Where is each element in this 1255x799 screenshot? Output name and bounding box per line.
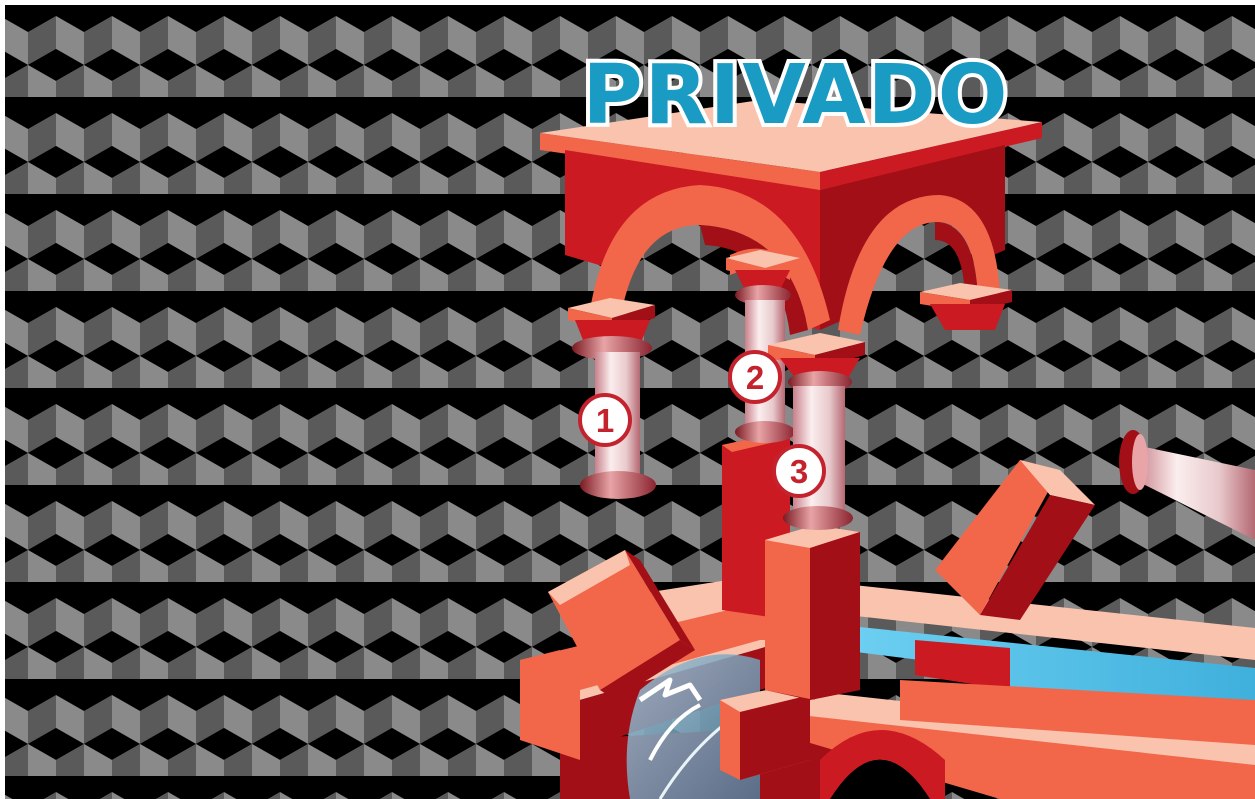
sign-title: PRIVADO: [583, 48, 1010, 143]
column-label-3: 3: [774, 446, 824, 496]
column-label-2-text: 2: [746, 359, 764, 396]
column-label-1-text: 1: [596, 402, 614, 439]
column-label-3-text: 3: [790, 453, 808, 490]
column-label-2: 2: [730, 352, 780, 402]
column-label-1: 1: [580, 395, 630, 445]
